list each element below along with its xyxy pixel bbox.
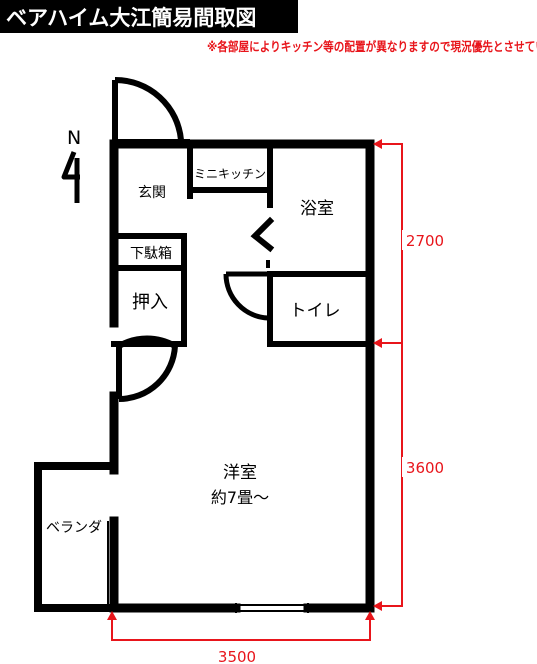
dimension-lines: 2700 3600 3500	[107, 139, 446, 664]
room-label-bathroom: 浴室	[300, 199, 334, 219]
north-compass: N	[61, 127, 81, 203]
page-title: ベアハイム大江簡易間取図	[6, 6, 256, 30]
dimension-width: 3500	[218, 648, 256, 664]
toilet-door	[223, 271, 270, 321]
room-label-western: 洋室	[223, 463, 257, 483]
outer-wall-bottom-left	[109, 516, 241, 613]
room-label-mini-kitchen: ミニキッチン	[194, 167, 266, 181]
arrow-top-icon	[373, 139, 382, 149]
entrance-door	[112, 76, 190, 144]
room-label-entrance: 玄関	[138, 184, 166, 201]
dim-label-bg-upper	[402, 230, 446, 250]
arrow-middle-icon	[373, 338, 382, 348]
dim-label-bg-lower	[402, 457, 446, 477]
room-label-veranda: ベランダ	[46, 520, 102, 536]
arrow-right-icon	[365, 611, 375, 620]
room-label-shoe-box: 下駄箱	[130, 246, 172, 262]
dimension-upper-height: 2700	[406, 232, 444, 250]
arrow-left-icon	[107, 611, 117, 620]
north-label: N	[67, 127, 81, 149]
veranda	[34, 462, 118, 612]
room-label-western-size: 約7畳～	[211, 488, 269, 507]
title-banner: ベアハイム大江簡易間取図	[0, 0, 298, 33]
room-label-closet: 押入	[132, 292, 168, 313]
bottom-window	[235, 603, 309, 613]
dimension-lower-height: 3600	[406, 459, 444, 477]
toilet-door-swing	[223, 273, 269, 321]
room-labels: 玄関 ミニキッチン 浴室 下駄箱 押入 トイレ 洋室 約7畳～ ベランダ	[46, 167, 341, 536]
height-dimension-line	[376, 143, 403, 607]
closet-door-swing	[117, 335, 179, 403]
bath-door-icon	[250, 216, 275, 253]
outer-wall-right	[185, 139, 375, 613]
layout-notice: ※各部屋によりキッチン等の配置が異なりますので現況優先とさせていただきます	[207, 39, 537, 54]
width-dimension-line	[111, 614, 371, 641]
veranda-wall	[34, 462, 118, 612]
title-background	[0, 0, 298, 33]
entrance-door-swing	[114, 76, 184, 141]
closet-door	[116, 335, 179, 403]
room-label-toilet: トイレ	[290, 301, 341, 321]
arrow-bottom-icon	[373, 601, 382, 611]
